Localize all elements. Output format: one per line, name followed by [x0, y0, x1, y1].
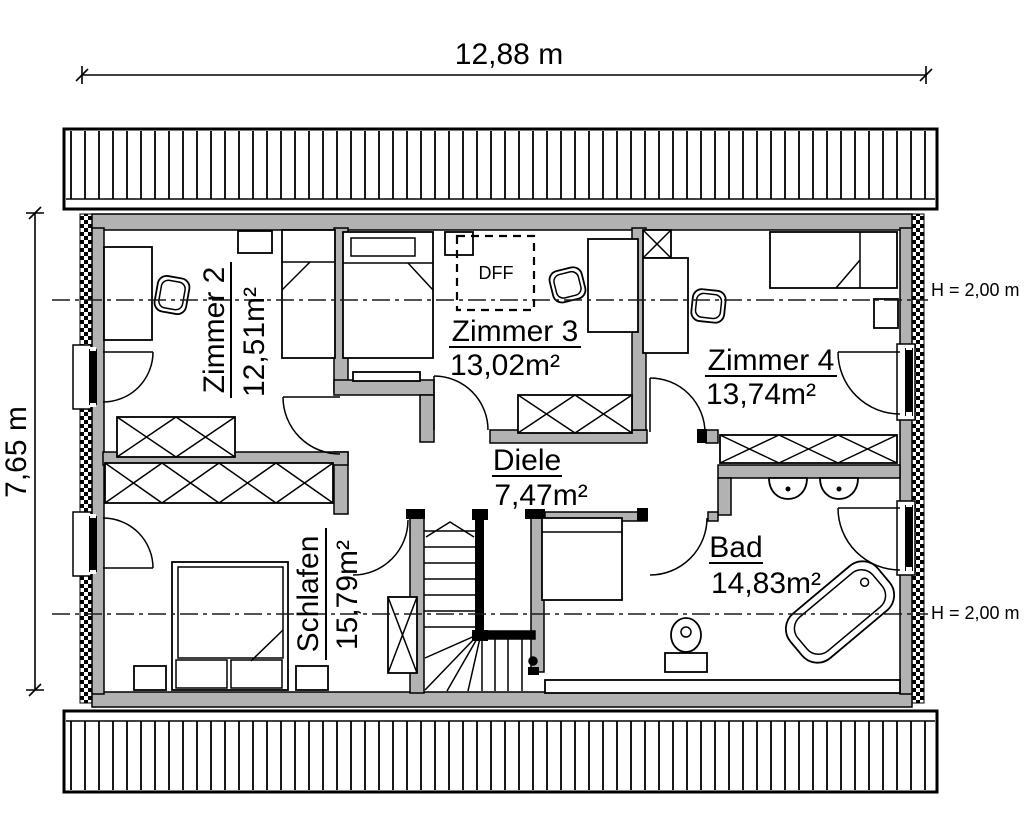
stair-newel-post [528, 656, 538, 666]
roof-overhang-top [62, 127, 939, 211]
furniture-zimmer3 [342, 231, 639, 434]
room-area-zimmer2: 12,51m² [238, 287, 271, 397]
door-zimmer4 [649, 377, 706, 434]
furniture-zimmer4 [642, 229, 899, 464]
desk [642, 257, 689, 354]
bed-double [171, 561, 289, 691]
window-zimmer4 [837, 343, 916, 421]
stair-direction-arrow [425, 521, 475, 538]
shaft-box [387, 596, 418, 674]
height-label-top: H = 2,00 m [931, 280, 1020, 300]
furniture-zimmer2 [103, 229, 336, 458]
wardrobe [104, 462, 334, 504]
furniture-schlafen [104, 462, 334, 691]
room-area-zimmer3: 13,02m² [450, 349, 560, 382]
sink [768, 477, 808, 500]
nightstand [295, 665, 329, 691]
room-labels: Zimmer 2 12,51m² Zimmer 3 13,02m² Zimmer… [198, 262, 837, 660]
room-area-diele: 7,47m² [494, 479, 587, 512]
window-zimmer2 [72, 344, 154, 410]
toilet [664, 617, 708, 673]
room-name-diele: Diele [493, 444, 561, 477]
dff-label: DFF [479, 263, 514, 283]
staircase [424, 521, 538, 692]
bed-single [769, 231, 898, 289]
room-name-bad: Bad [709, 531, 762, 564]
wardrobe [719, 434, 898, 464]
desk [587, 238, 639, 333]
chair [153, 275, 191, 315]
stair-rail [475, 516, 484, 636]
room-name-zimmer2: Zimmer 2 [198, 267, 231, 394]
window-bad [837, 500, 916, 576]
height-label-bottom: H = 2,00 m [931, 603, 1020, 623]
room-name-zimmer3: Zimmer 3 [452, 315, 579, 348]
window-schlafen [72, 511, 154, 577]
shelf [444, 231, 474, 256]
bed-single [281, 229, 336, 359]
bathtub [784, 560, 896, 664]
wardrobe [517, 394, 633, 434]
radiator [352, 371, 421, 382]
room-area-bad: 14,83m² [711, 567, 821, 600]
wardrobe [116, 416, 236, 458]
chair [690, 288, 727, 324]
dimension-height-label: 7,65 m [0, 406, 33, 498]
bathroom-fixtures [541, 477, 901, 694]
sink [819, 477, 859, 500]
room-name-schlafen: Schlafen [292, 536, 325, 653]
knee-wall [544, 679, 901, 694]
room-name-zimmer4: Zimmer 4 [708, 344, 835, 377]
roof-window-dff: DFF [455, 234, 536, 312]
nightstand [133, 665, 167, 691]
shelf [237, 230, 273, 254]
door-bad [649, 517, 708, 576]
door-schlafen [352, 519, 409, 576]
room-area-schlafen: 15,79m² [331, 540, 364, 650]
chair [548, 266, 587, 304]
desk [103, 246, 153, 341]
door-zimmer3 [433, 375, 489, 431]
dimension-height: 7,65 m [0, 206, 44, 697]
roof-overhang-bottom [62, 709, 939, 794]
dresser [541, 517, 623, 601]
door-zimmer2 [282, 396, 341, 455]
exterior-walls [79, 213, 925, 708]
dimension-width-label: 12,88 m [455, 38, 563, 71]
room-area-zimmer4: 13,74m² [706, 378, 816, 411]
height-lines: H = 2,00 m H = 2,00 m [52, 280, 1020, 623]
cabinet [642, 229, 672, 259]
bed-single [342, 231, 434, 359]
dimension-width: 12,88 m [75, 38, 933, 84]
nightstand [873, 298, 899, 329]
